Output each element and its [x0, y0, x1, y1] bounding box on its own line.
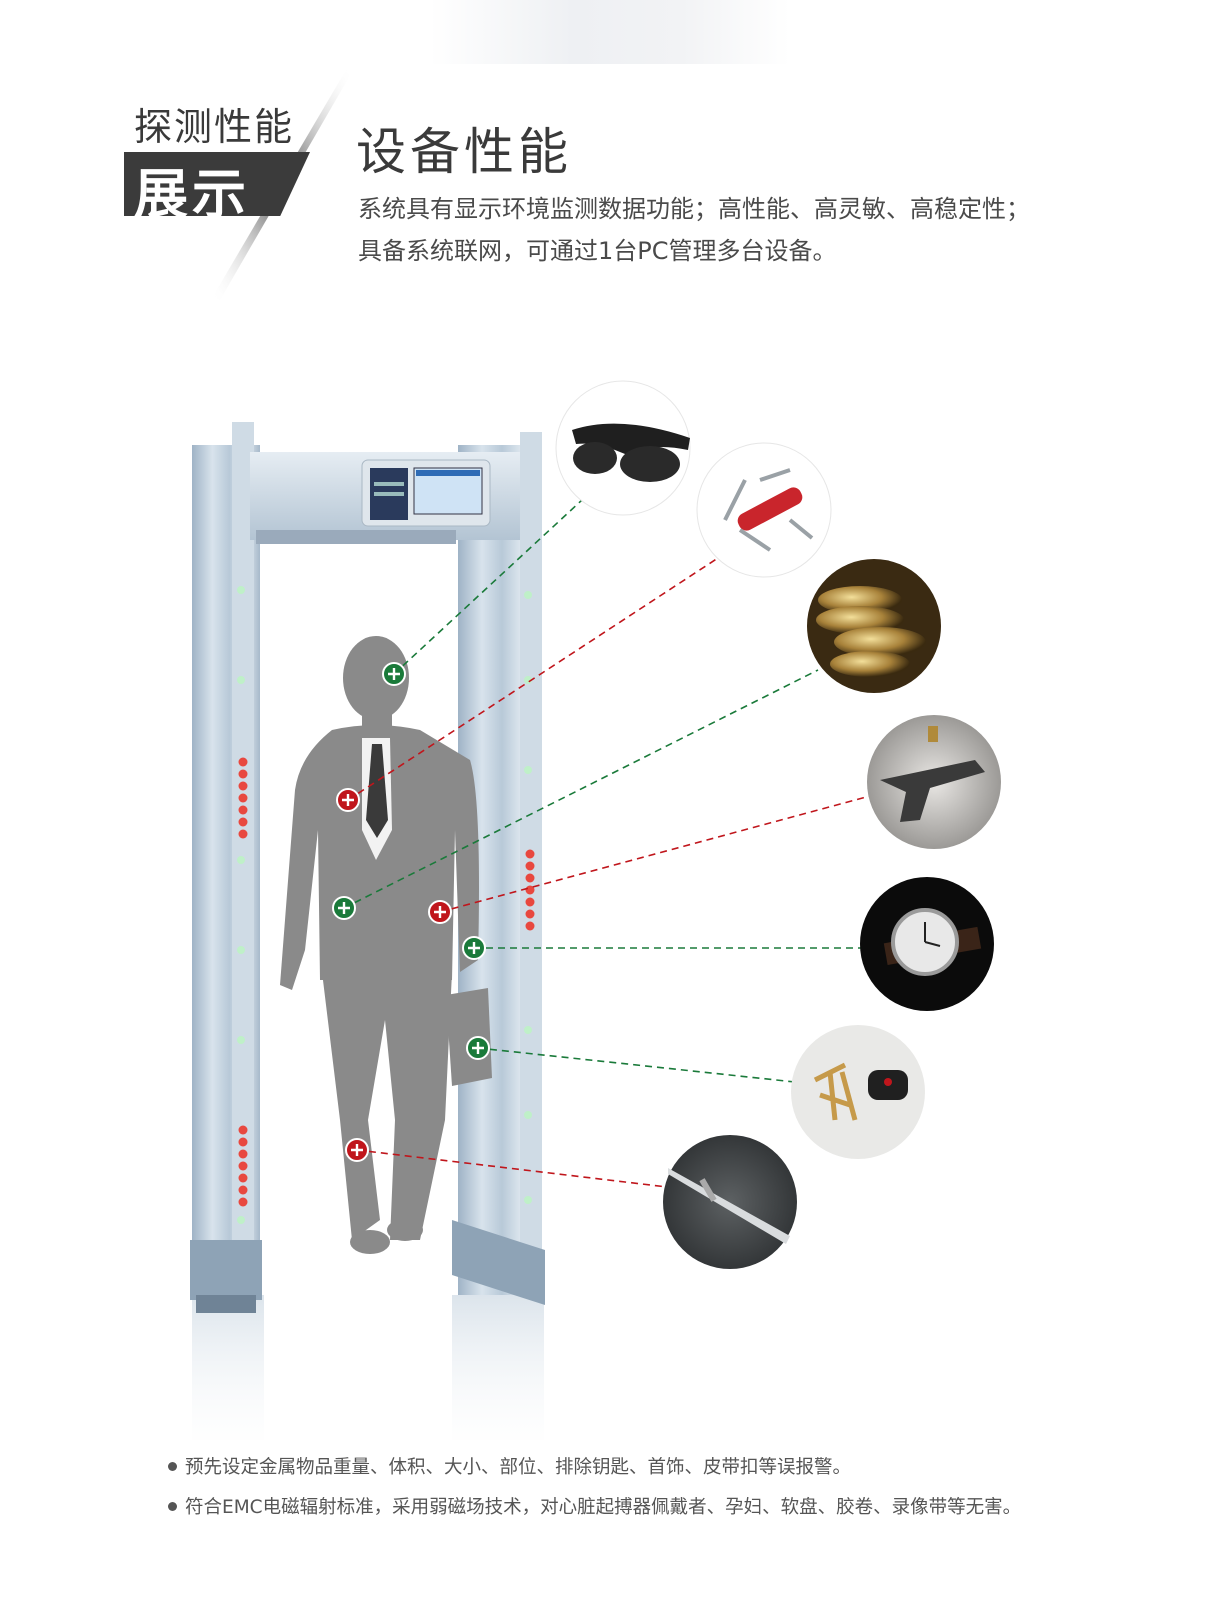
item-sunglasses — [555, 380, 691, 516]
left-led-strip — [237, 586, 248, 1224]
bullet-dot — [168, 1461, 177, 1471]
badge-dark-bar — [124, 152, 310, 216]
feature-text: 预先设定金属物品重量、体积、大小、部位、排除钥匙、首饰、皮带扣等误报警。 — [185, 1457, 852, 1478]
item-wristwatch — [860, 877, 994, 1011]
page-title: 设备性能 — [356, 123, 572, 181]
badge-title-bottom: 展示 — [134, 163, 250, 226]
item-pistol — [867, 715, 1001, 849]
top-decor-fade — [430, 0, 790, 64]
detection-illustration — [190, 380, 1001, 1440]
feature-list: 预先设定金属物品重量、体积、大小、部位、排除钥匙、首饰、皮带扣等误报警。 符合E… — [168, 1448, 1021, 1528]
item-coins — [807, 559, 941, 693]
bullet-dot — [168, 1501, 177, 1511]
description-line-1: 系统具有显示环境监测数据功能；高性能、高灵敏、高稳定性； — [358, 195, 1030, 223]
item-pocket-knife — [696, 442, 832, 578]
badge-title-top: 探测性能 — [134, 105, 295, 149]
feature-item: 预先设定金属物品重量、体积、大小、部位、排除钥匙、首饰、皮带扣等误报警。 — [168, 1448, 1021, 1488]
item-knife-blade — [663, 1135, 797, 1269]
item-keys — [791, 1025, 925, 1159]
feature-item: 符合EMC电磁辐射标准，采用弱磁场技术，对心脏起搏器佩戴者、孕妇、软盘、胶卷、录… — [168, 1488, 1021, 1528]
person-silhouette — [280, 636, 492, 1254]
right-led-strip — [524, 591, 535, 1204]
connector-lines — [343, 499, 871, 1188]
feature-text: 符合EMC电磁辐射标准，采用弱磁场技术，对心脏起搏器佩戴者、孕妇、软盘、胶卷、录… — [185, 1497, 1022, 1518]
description-line-2: 具备系统联网，可通过1台PC管理多台设备。 — [358, 237, 837, 265]
section-description: 系统具有显示环境监测数据功能；高性能、高灵敏、高稳定性； 具备系统联网，可通过1… — [358, 188, 1118, 272]
control-panel — [361, 459, 491, 527]
